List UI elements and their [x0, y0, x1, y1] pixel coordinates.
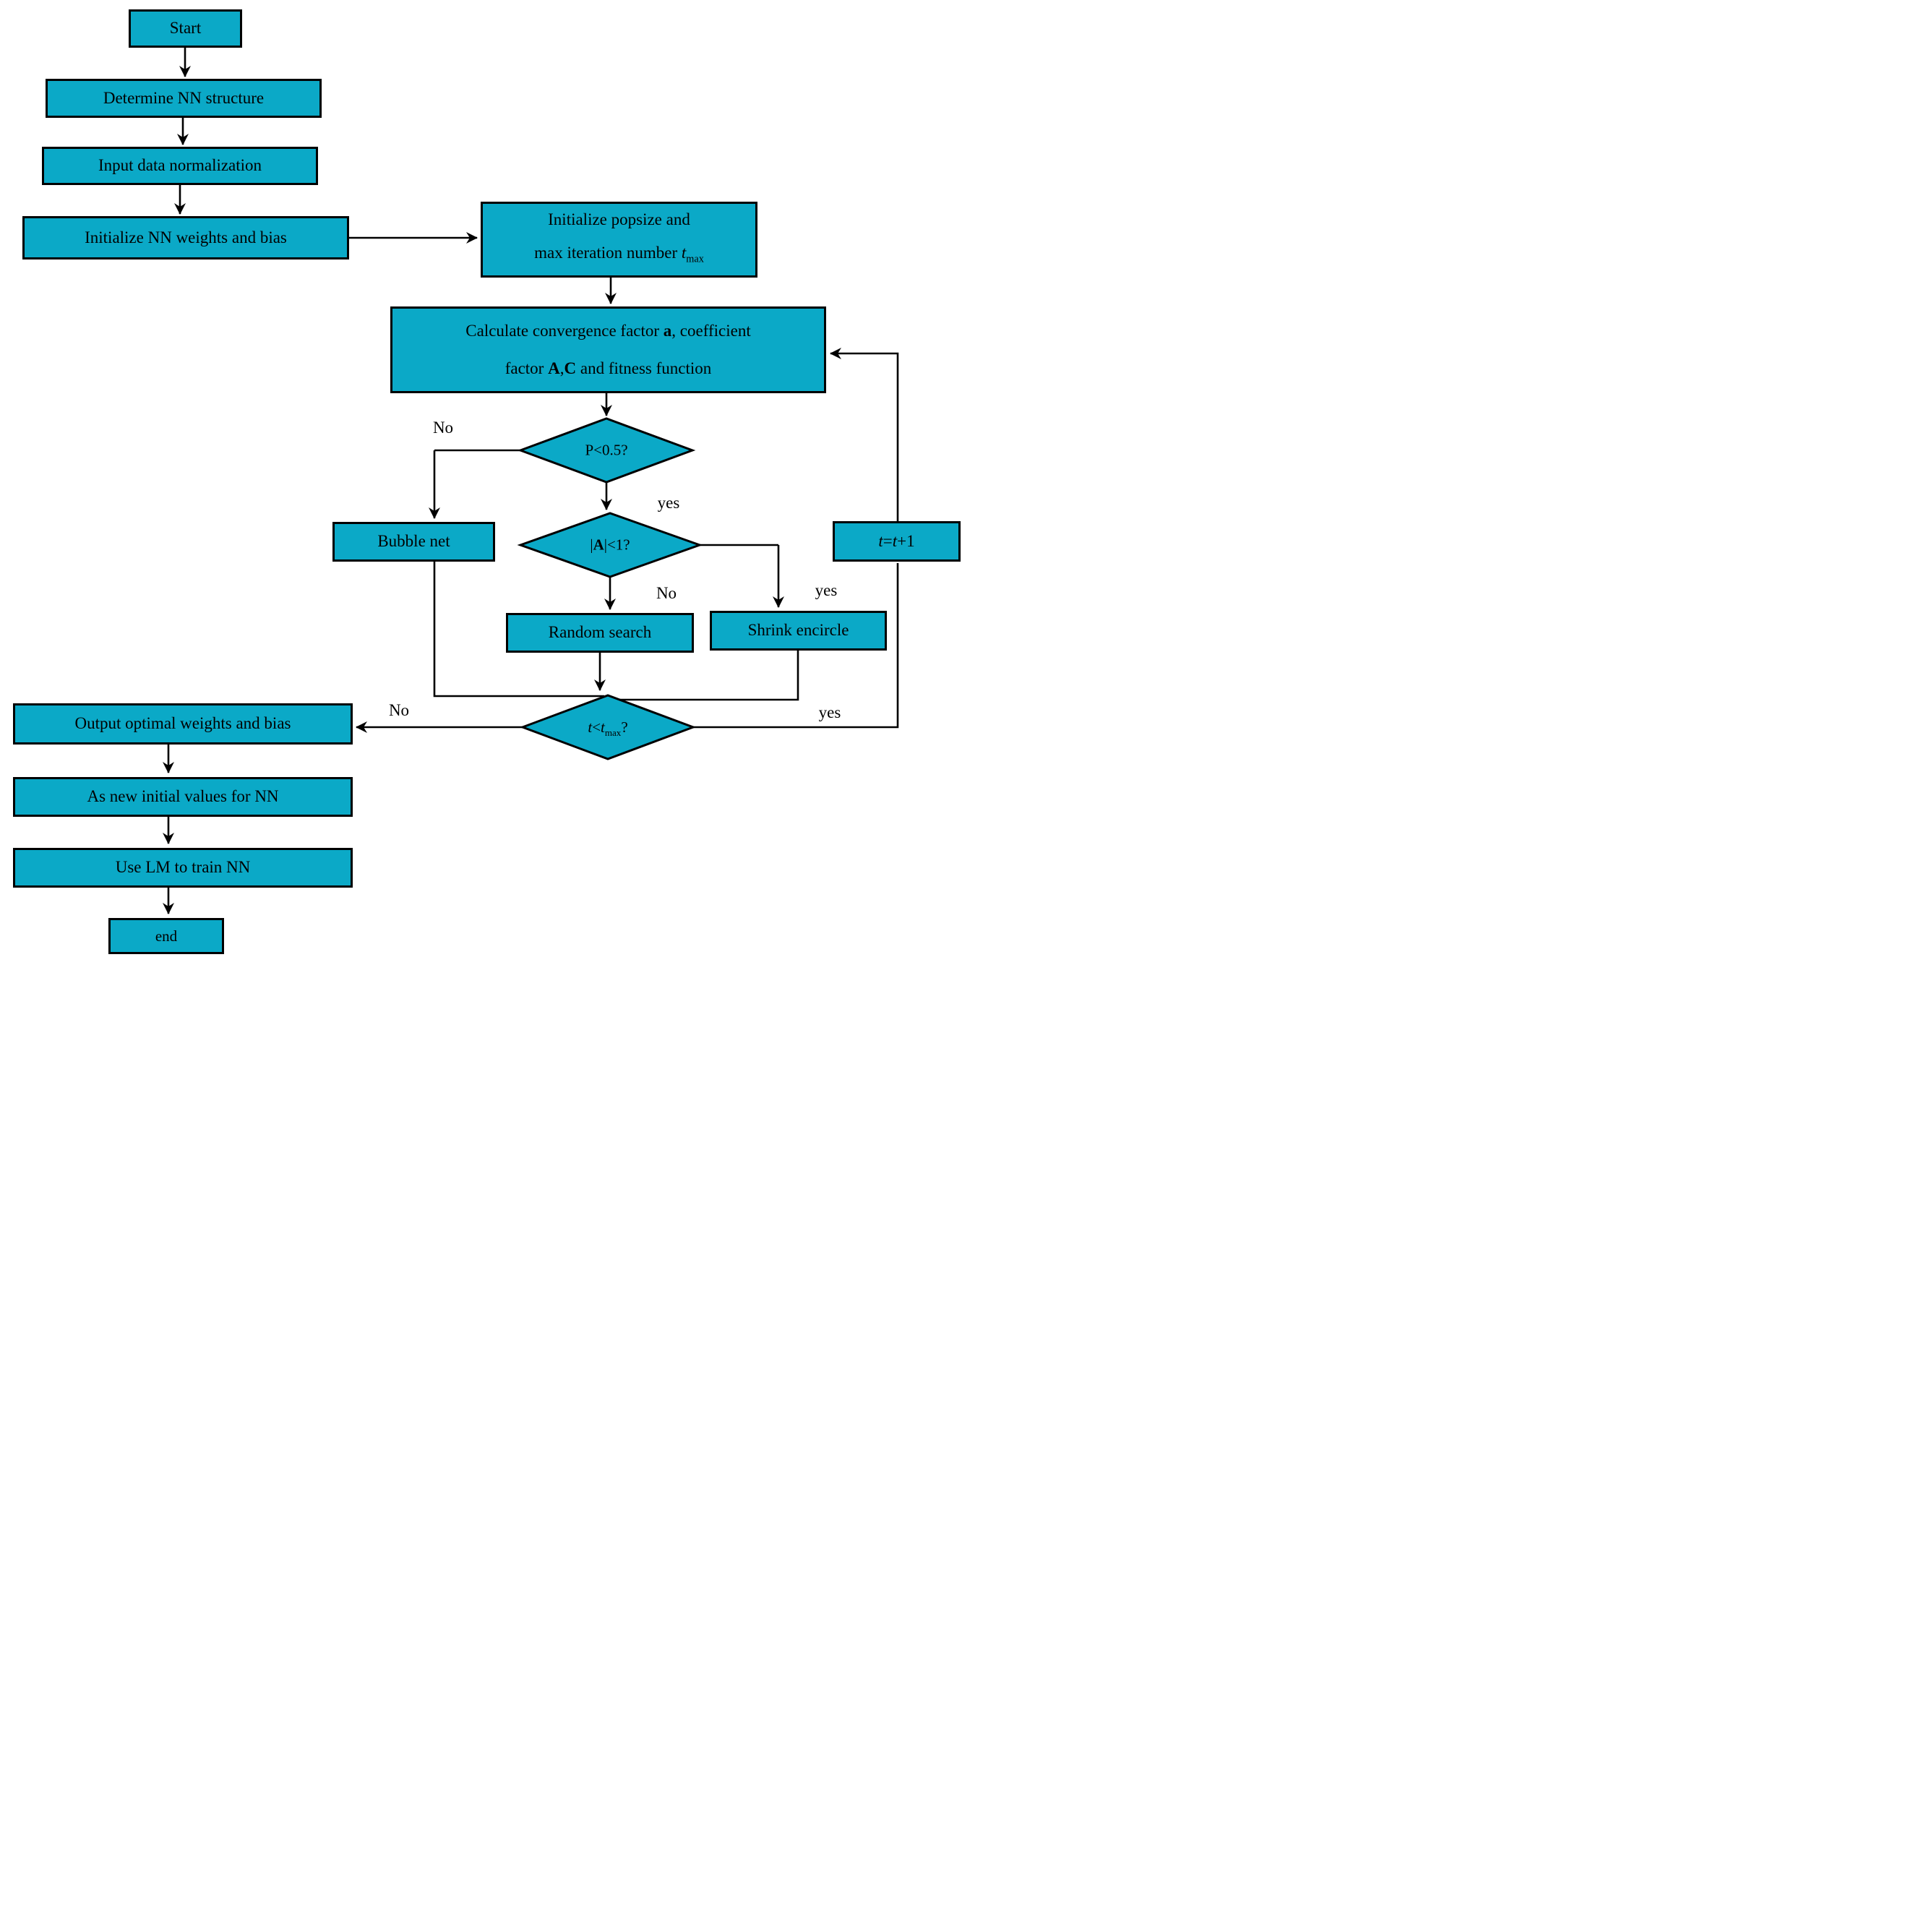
sub-max: max — [604, 727, 622, 739]
node-start: Start — [129, 9, 242, 48]
edge-label-a-no: No — [656, 584, 677, 602]
flowchart-canvas: Start Determine NN structure Input data … — [0, 0, 966, 961]
calc-line2-post: and fitness function — [576, 359, 712, 377]
node-initnn-label: Initialize NN weights and bias — [85, 228, 287, 246]
calc-line1-text: Calculate convergence factor — [465, 322, 664, 340]
edge-label-t-no: No — [388, 701, 410, 719]
node-random-label: Random search — [548, 623, 652, 642]
var-A: A — [593, 536, 604, 554]
node-end: end — [108, 918, 224, 954]
calc-line2: factor A,C and fitness function — [505, 350, 712, 387]
node-end-label: end — [155, 927, 178, 945]
var-a: a — [663, 322, 672, 340]
connector-layer — [163, 48, 899, 914]
calc-line2-text: factor — [505, 359, 549, 377]
edge-shrink-tdecision — [610, 651, 799, 701]
var-t: t — [892, 531, 898, 550]
calc-comma: , — [559, 359, 564, 377]
edge-label-p-no: No — [432, 419, 454, 437]
question-mark: ? — [621, 718, 628, 736]
node-shrink-encircle: Shrink encircle — [710, 611, 887, 651]
node-determine-nn-structure: Determine NN structure — [46, 79, 322, 118]
node-input-data-normalization: Input data normalization — [42, 147, 318, 185]
calc-line1: Calculate convergence factor a, coeffici… — [465, 312, 750, 350]
node-determine-label: Determine NN structure — [103, 88, 265, 107]
node-output-label: Output optimal weights and bias — [74, 714, 291, 733]
var-A: A — [548, 359, 560, 377]
node-shrink-label: Shrink encircle — [747, 621, 849, 640]
node-initialize-nn-weights: Initialize NN weights and bias — [22, 216, 349, 259]
popsize-line1: Initialize popsize and — [548, 210, 690, 229]
var-t: t — [681, 244, 687, 262]
node-output-optimal: Output optimal weights and bias — [13, 703, 353, 745]
node-asnew-label: As new initial values for NN — [87, 787, 279, 806]
edge-label-a-yes: yes — [815, 581, 838, 599]
var-t: t — [588, 718, 593, 736]
less-than-sign: < — [592, 718, 601, 736]
abs-bar: | — [590, 536, 593, 554]
equals-sign: = — [883, 531, 893, 550]
node-use-lm-train: Use LM to train NN — [13, 848, 353, 888]
node-bubble-label: Bubble net — [377, 532, 450, 551]
edge-tupdate-calc — [830, 348, 899, 521]
t-decision-label: t<tmax? — [588, 718, 627, 739]
node-initialize-popsize: Initialize popsize and max iteration num… — [481, 202, 757, 278]
node-calculate-convergence: Calculate convergence factor a, coeffici… — [390, 306, 826, 393]
node-normalize-label: Input data normalization — [98, 156, 262, 175]
node-random-search: Random search — [506, 613, 694, 653]
var-t: t — [601, 718, 605, 736]
popsize-line2: max iteration number tmax — [534, 236, 704, 276]
node-start-label: Start — [169, 19, 202, 38]
edge-label-p-yes: yes — [657, 494, 680, 512]
a-decision-label: |A|<1? — [590, 536, 630, 554]
sub-max: max — [686, 253, 704, 265]
node-uselm-label: Use LM to train NN — [115, 858, 251, 877]
node-t-update: t=t+1 — [833, 521, 961, 562]
a-decision-post: |<1? — [604, 536, 630, 554]
node-as-new-initial-values: As new initial values for NN — [13, 777, 353, 817]
node-bubble-net: Bubble net — [332, 522, 495, 562]
plus-one: +1 — [897, 531, 915, 550]
popsize-line2-text: max iteration number — [534, 244, 682, 262]
edge-label-t-yes: yes — [818, 703, 841, 721]
var-t: t — [878, 531, 883, 550]
t-update-label: t=t+1 — [878, 531, 914, 552]
calc-line1-post: , coefficient — [671, 322, 751, 340]
var-C: C — [564, 359, 577, 377]
p-decision-label: P<0.5? — [585, 441, 628, 459]
